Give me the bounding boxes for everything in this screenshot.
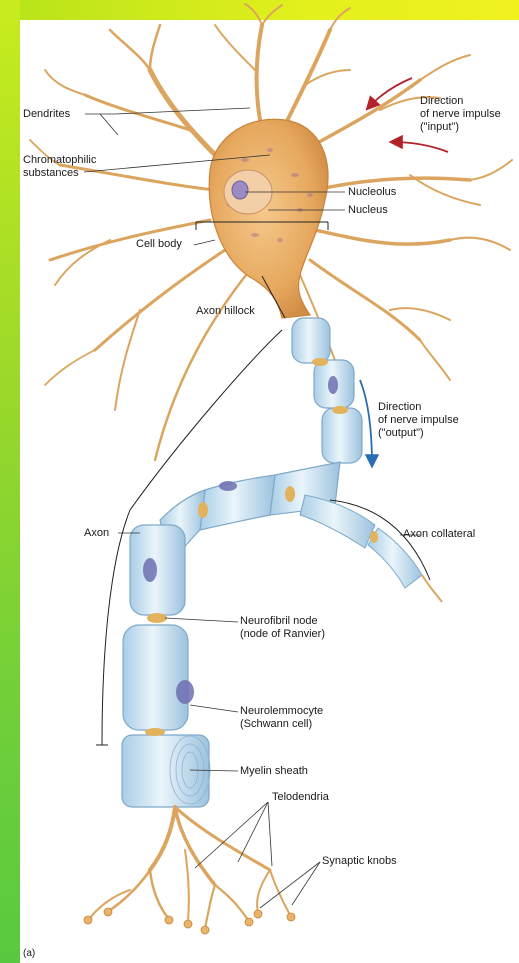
telodendria-branches xyxy=(90,807,290,928)
label-schwann-line2: (Schwann cell) xyxy=(240,718,312,731)
label-axon-collateral: Axon collateral xyxy=(403,528,475,541)
label-synaptic-knobs: Synaptic knobs xyxy=(322,855,397,868)
label-myelin-sheath: Myelin sheath xyxy=(240,765,308,778)
label-nucleolus: Nucleolus xyxy=(348,186,396,199)
label-schwann-line1: Neurolemmocyte xyxy=(240,705,323,718)
nucleolus-shape xyxy=(232,181,248,199)
label-output-line2: of nerve impulse xyxy=(378,414,459,427)
label-axon: Axon xyxy=(84,527,109,540)
panel-letter: (a) xyxy=(23,947,35,960)
label-chromatophilic-line1: Chromatophilic xyxy=(23,154,96,167)
label-telodendria: Telodendria xyxy=(272,791,329,804)
label-chromatophilic-line2: substances xyxy=(23,167,79,180)
label-axon-hillock: Axon hillock xyxy=(196,305,255,318)
label-output-line1: Direction xyxy=(378,401,421,414)
label-node-line2: (node of Ranvier) xyxy=(240,628,325,641)
label-input-line3: ("input") xyxy=(420,121,459,134)
label-node-line1: Neurofibril node xyxy=(240,615,318,628)
label-output-line3: ("output") xyxy=(378,427,424,440)
axon-collateral-shape xyxy=(300,495,422,588)
label-cell-body: Cell body xyxy=(136,238,182,251)
input-arrow-2 xyxy=(392,142,448,152)
label-input-line2: of nerve impulse xyxy=(420,108,501,121)
label-nucleus: Nucleus xyxy=(348,204,388,217)
label-input-line1: Direction xyxy=(420,95,463,108)
label-dendrites: Dendrites xyxy=(23,108,70,121)
input-arrow xyxy=(368,78,412,108)
